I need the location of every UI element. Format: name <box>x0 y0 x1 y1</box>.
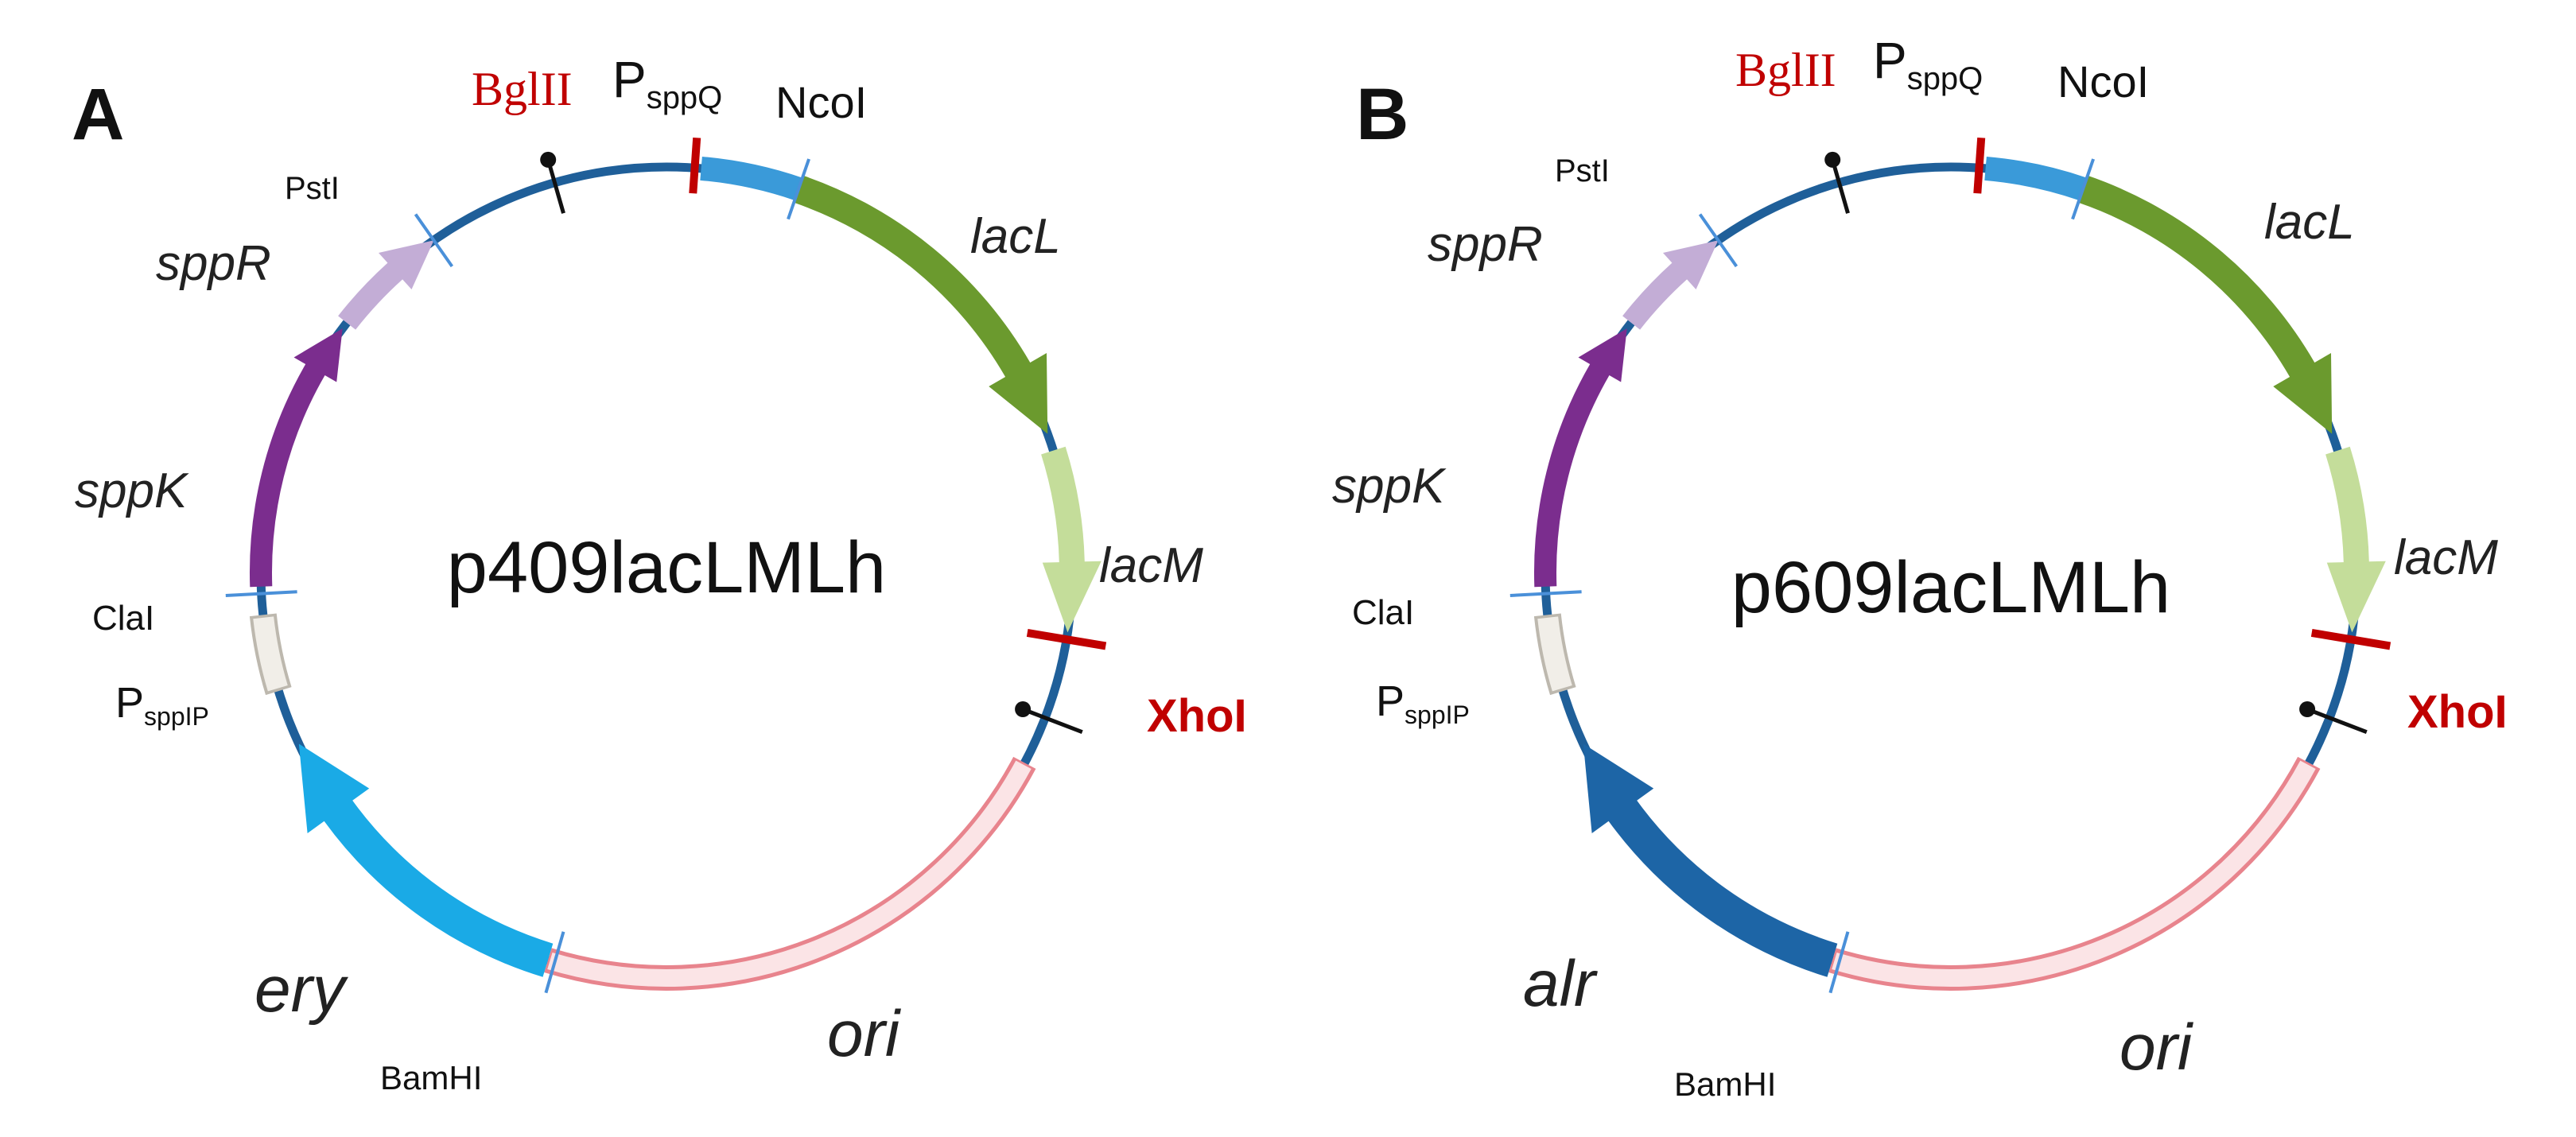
lacm-gene-arrow <box>2325 446 2386 633</box>
terminator-stem <box>1830 159 1850 214</box>
terminator-top-icon <box>540 151 565 214</box>
lacm-label: lacM <box>2394 530 2498 585</box>
ncoi-label: NcoI <box>775 77 867 127</box>
terminator-head <box>1015 701 1032 717</box>
xhoi-site-mark <box>2310 628 2391 650</box>
panel-b: B p609lacLMLh lacL lacM ori <box>1332 32 2508 1103</box>
bamhi-label: BamHI <box>1674 1065 1776 1103</box>
sppr-label: sppR <box>1428 217 1543 272</box>
terminator-head <box>2299 701 2316 717</box>
ori-segment-fill <box>1832 760 2316 988</box>
bamhi-site-mark <box>1828 931 1850 994</box>
bglii-label: BglII <box>472 63 573 115</box>
promoter-sppq-segment <box>1984 156 2087 201</box>
terminator-right-icon <box>2299 701 2368 735</box>
promoter-sppip-label: PsppIP <box>1376 677 1470 729</box>
marker-gene-label: ery <box>254 953 349 1026</box>
panel-letter: B <box>1356 74 1408 155</box>
lacm-gene-arrow <box>1041 446 1102 633</box>
psti-site-mark <box>1698 213 1739 268</box>
terminator-stem <box>1022 707 1083 735</box>
alr-gene-arrow <box>1583 743 1838 977</box>
clai-site-mark <box>1509 590 1582 597</box>
terminator-stem <box>546 159 565 214</box>
terminator-right-icon <box>1015 701 1083 735</box>
panel-a: A p409lacLMLh lacL lacM ori <box>72 51 1247 1096</box>
sppr-label: sppR <box>156 236 271 291</box>
terminator-stem <box>2306 707 2368 735</box>
marker-gene-label: alr <box>1523 948 1599 1020</box>
sppk-gene-arrow <box>1533 328 1627 588</box>
xhoi-label: XhoI <box>2407 686 2508 738</box>
psti-site-mark <box>414 213 454 268</box>
ori-label: ori <box>827 998 902 1070</box>
promoter-sppip-segment-fill <box>253 616 288 692</box>
terminator-top-icon <box>1824 151 1850 214</box>
sppk-gene-arrow <box>249 328 343 588</box>
promoter-sppq-label: PsppQ <box>612 51 722 115</box>
lacl-label: lacL <box>970 209 1061 264</box>
ori-segment-fill <box>547 760 1032 988</box>
promoter-sppq-label: PsppQ <box>1873 32 1983 96</box>
ery-gene-arrow <box>298 743 554 977</box>
psti-label: PstI <box>285 171 340 206</box>
promoter-sppip-segment-fill <box>1537 616 1572 692</box>
clai-label: ClaI <box>1352 593 1414 632</box>
sppr-gene-arrow <box>1622 240 1719 330</box>
bamhi-site-mark <box>544 931 565 994</box>
sppk-label: sppK <box>75 464 189 518</box>
bglii-label: BglII <box>1735 44 1836 96</box>
clai-site-mark <box>225 590 297 597</box>
plasmid-name: p609lacLMLh <box>1731 547 2170 628</box>
xhoi-site-mark <box>1026 628 1107 650</box>
xhoi-label: XhoI <box>1147 690 1247 742</box>
bamhi-label: BamHI <box>380 1059 482 1096</box>
ncoi-site-mark <box>787 158 810 220</box>
clai-label: ClaI <box>92 599 154 638</box>
lacl-gene-arrow <box>794 175 1048 434</box>
sppr-gene-arrow <box>338 240 434 330</box>
ori-label: ori <box>2119 1011 2194 1084</box>
lacl-gene-arrow <box>2078 175 2333 434</box>
terminator-head <box>540 151 557 168</box>
terminator-head <box>1824 151 1841 168</box>
promoter-sppq-segment <box>700 156 802 201</box>
plasmid-map: p609lacLMLh lacL lacM ori alr sppK sppR … <box>1332 32 2508 1103</box>
sppk-label: sppK <box>1332 459 1447 514</box>
plasmid-map: p409lacLMLh lacL lacM ori ery sppK sppR … <box>75 51 1247 1096</box>
lacl-label: lacL <box>2264 195 2355 250</box>
bglii-site-mark <box>1973 137 1986 194</box>
psti-label: PstI <box>1555 153 1610 188</box>
ncoi-label: NcoI <box>2057 56 2149 107</box>
lacm-label: lacM <box>1099 538 1203 593</box>
plasmid-name: p409lacLMLh <box>447 527 886 608</box>
promoter-sppip-label: PsppIP <box>115 679 209 731</box>
panel-letter: A <box>72 74 124 155</box>
ncoi-site-mark <box>2071 158 2095 220</box>
bglii-site-mark <box>689 137 701 194</box>
